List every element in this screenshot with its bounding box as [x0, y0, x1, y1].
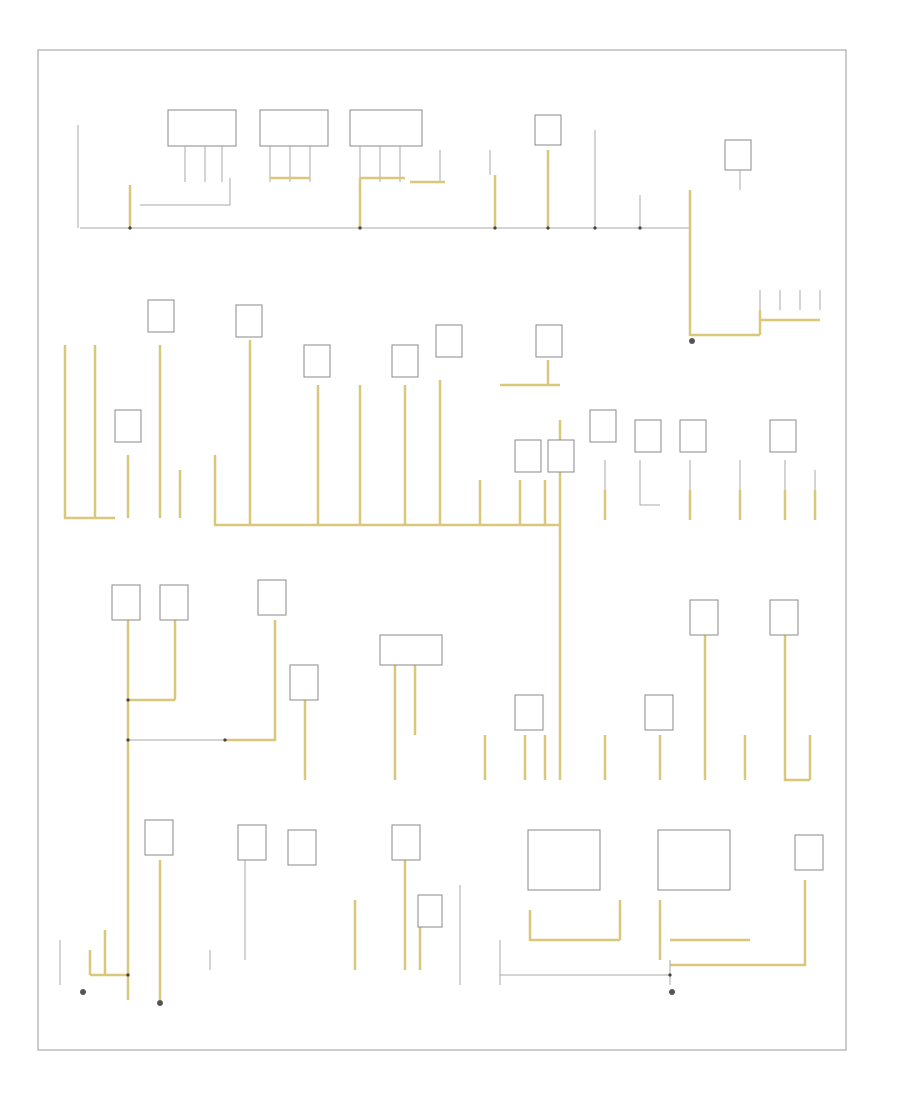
middle-bus-section-1 [63, 299, 817, 780]
ground-point-icon [157, 1000, 163, 1006]
ground-point-icon [80, 989, 86, 995]
top-bus-section [77, 109, 821, 344]
diagram-frame [37, 49, 847, 1051]
middle-bus-section-2 [111, 579, 812, 1000]
ground-point-icon [689, 338, 695, 344]
bottom-bus-section [59, 819, 824, 1006]
ground-point-icon [669, 989, 675, 995]
